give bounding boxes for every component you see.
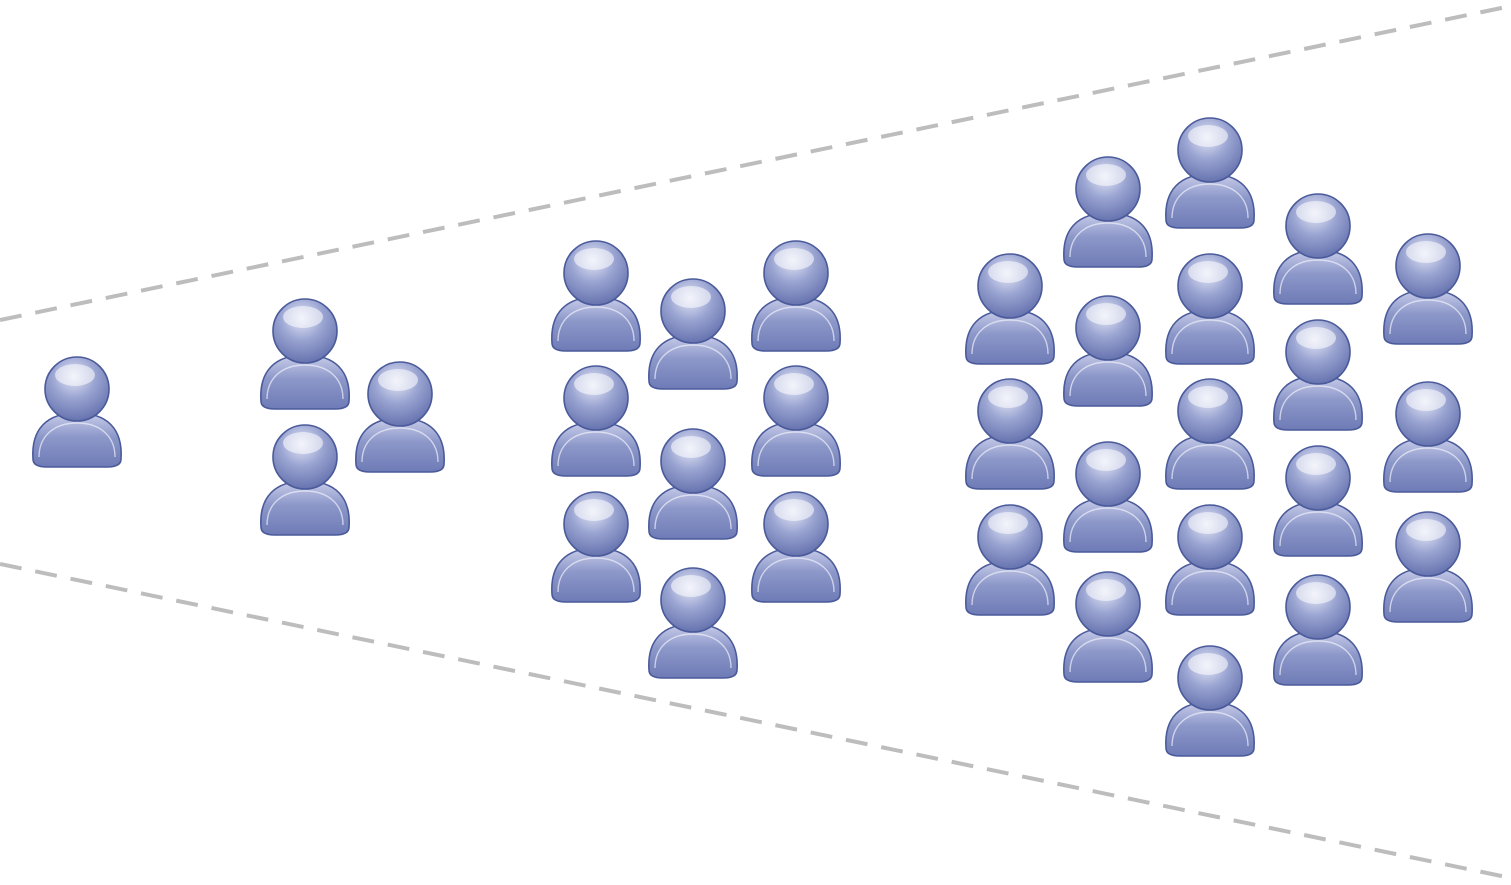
person-icon [551,365,641,477]
person-icon [1383,381,1473,493]
person-icon [1063,571,1153,683]
person-icon [751,491,841,603]
person-icon [751,240,841,352]
person-icon [260,298,350,410]
people-group-1 [32,356,122,468]
person-icon [355,361,445,473]
person-icon [1165,645,1255,757]
upper-guide-line [0,4,1511,322]
person-icon [965,378,1055,490]
person-icon [1063,441,1153,553]
person-icon [32,356,122,468]
person-icon [1273,319,1363,431]
person-icon [551,491,641,603]
person-icon [1383,233,1473,345]
person-icon [965,253,1055,365]
person-icon [1165,117,1255,229]
person-icon [1165,504,1255,616]
person-icon [260,424,350,536]
person-icon [648,567,738,679]
person-icon [1063,295,1153,407]
person-icon [648,278,738,390]
person-icon [1165,253,1255,365]
person-icon [551,240,641,352]
person-icon [1063,156,1153,268]
person-icon [1273,193,1363,305]
funnel-guides [0,4,1511,880]
person-icon [751,365,841,477]
people-groups [32,117,1473,757]
people-group-2 [260,298,445,536]
person-icon [1165,378,1255,490]
people-group-3 [551,240,841,679]
people-group-4 [965,117,1473,757]
person-icon [1383,511,1473,623]
person-icon [965,504,1055,616]
person-icon [1273,445,1363,557]
person-icon [648,428,738,540]
person-icon [1273,574,1363,686]
lower-guide-line [0,562,1511,880]
